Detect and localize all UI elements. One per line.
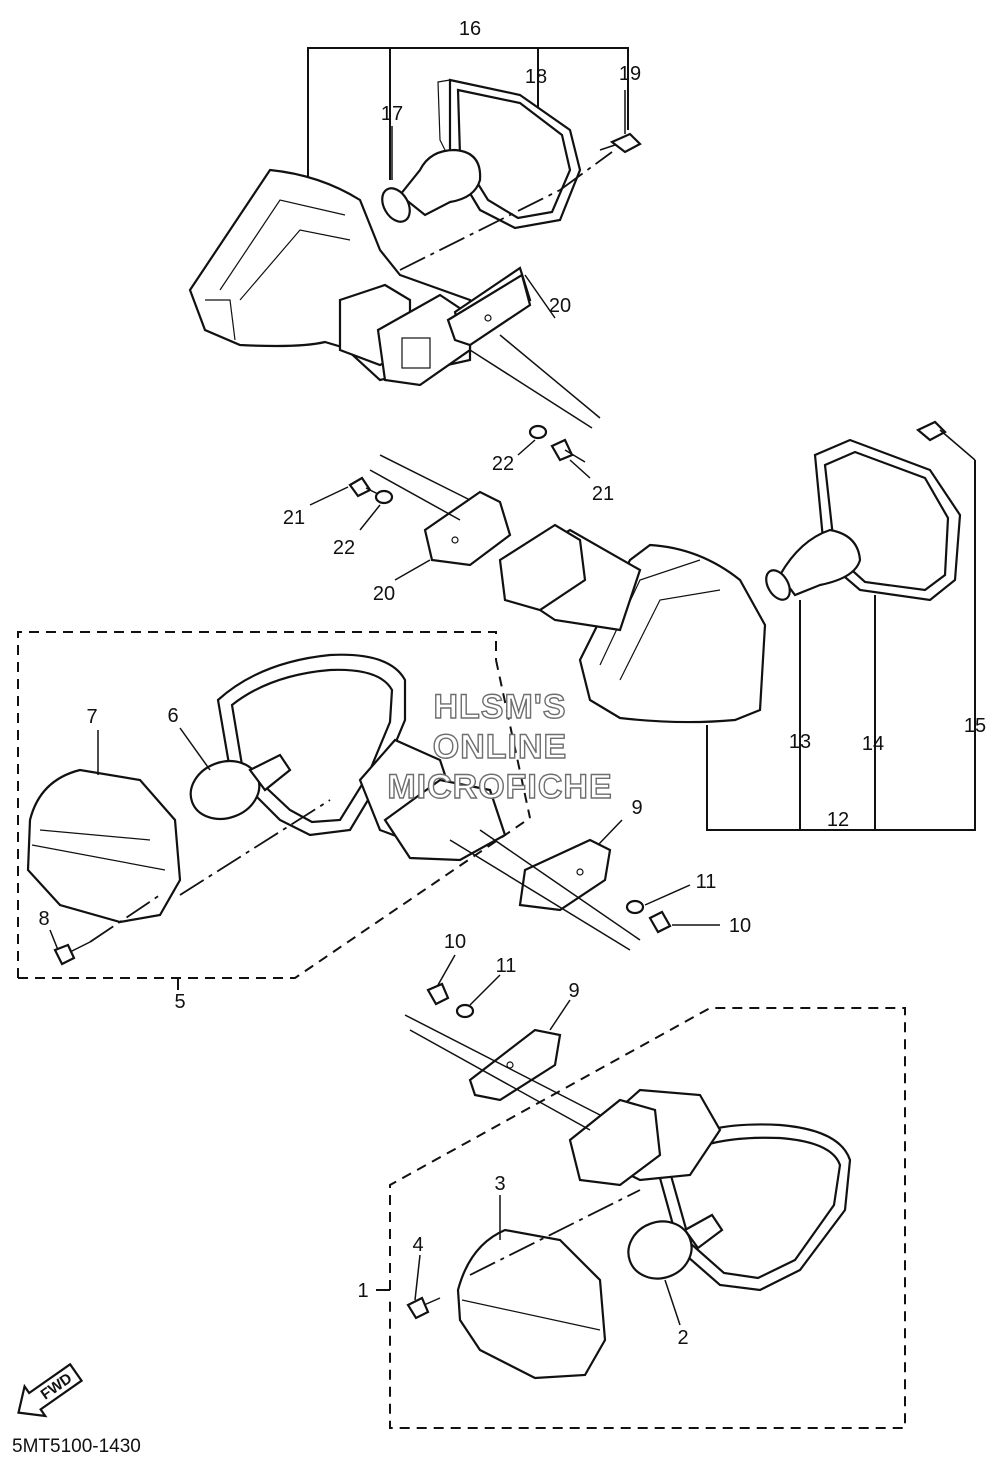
watermark-line-1: HLSM'S — [433, 688, 566, 726]
callout-10-bot: 10 — [444, 931, 466, 953]
callout-4: 4 — [412, 1234, 423, 1256]
watermark-line-2: ONLINE — [433, 728, 567, 766]
forward-direction-arrow: FWD — [17, 1362, 84, 1418]
callout-21-top: 21 — [592, 483, 614, 505]
callout-1: 1 — [357, 1280, 368, 1302]
assembly-5-left-flasher — [17, 631, 672, 990]
callout-10-mid: 10 — [729, 915, 751, 937]
callout-2: 2 — [677, 1327, 688, 1349]
callout-9-mid: 9 — [631, 797, 642, 819]
callout-11-mid: 11 — [696, 871, 717, 893]
callout-12: 12 — [827, 809, 849, 831]
leader-lines — [49, 90, 976, 1326]
assembly-16-top-flasher — [188, 47, 642, 463]
watermark: HLSM'S ONLINE MICROFICHE — [387, 687, 613, 806]
callout-15: 15 — [964, 715, 986, 737]
callout-8: 8 — [38, 908, 49, 930]
callout-20-mid: 20 — [373, 583, 395, 605]
callout-13: 13 — [789, 731, 811, 753]
callout-3: 3 — [494, 1173, 505, 1195]
figure-code: 5MT5100-1430 — [12, 1436, 141, 1457]
callout-18: 18 — [525, 66, 547, 88]
callout-7: 7 — [86, 706, 97, 728]
callout-19: 19 — [619, 63, 641, 85]
callout-9-bot: 9 — [568, 980, 579, 1002]
callout-22-top: 22 — [492, 453, 514, 475]
callout-5: 5 — [174, 991, 185, 1013]
part-callouts: 16 17 18 19 20 22 21 21 22 20 13 14 15 1… — [38, 18, 986, 1349]
callout-22-mid: 22 — [333, 537, 355, 559]
callout-6: 6 — [167, 705, 178, 727]
assembly-12-right-flasher — [348, 420, 976, 831]
callout-11-bot: 11 — [496, 955, 517, 977]
fwd-arrow-icon — [17, 1362, 84, 1418]
assembly-1-bottom-flasher — [376, 982, 906, 1429]
callout-16: 16 — [459, 18, 481, 40]
callout-17: 17 — [381, 103, 403, 125]
watermark-line-3: MICROFICHE — [387, 768, 612, 806]
callout-20-top: 20 — [549, 295, 571, 317]
callout-14: 14 — [862, 733, 884, 755]
callout-21-mid: 21 — [283, 507, 305, 529]
